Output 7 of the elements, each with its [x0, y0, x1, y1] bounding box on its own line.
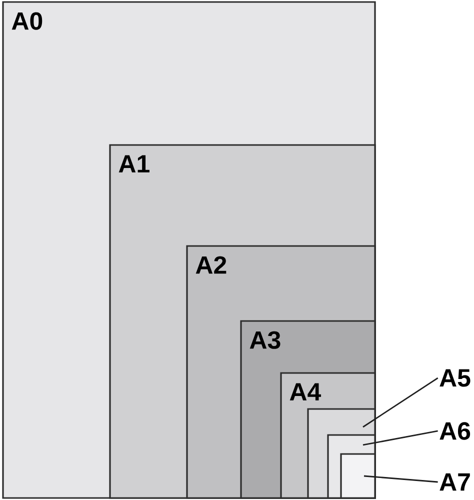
leader-line — [362, 430, 438, 446]
size-label: A6 — [440, 422, 470, 440]
paper-box — [340, 453, 376, 499]
size-label: A7 — [440, 473, 470, 491]
size-label: A5 — [440, 369, 470, 387]
leader-line — [362, 377, 438, 428]
leader-line — [364, 475, 438, 483]
